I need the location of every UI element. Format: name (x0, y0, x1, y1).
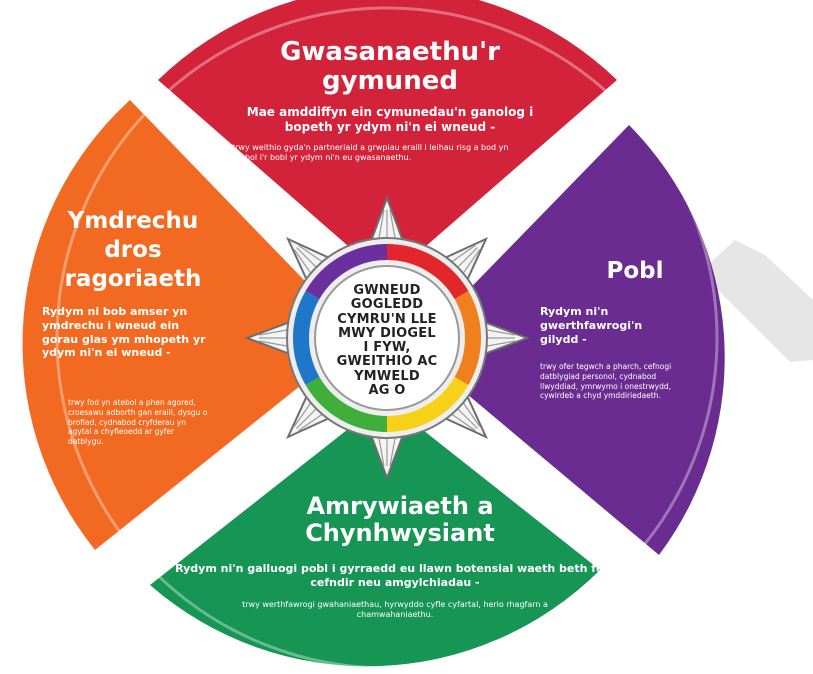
right-lead: Rydym ni'n gwerthfawrogi'n gilydd - (540, 305, 643, 346)
bottom-lead: Rydym ni'n galluogi pobl i gyrraedd eu l… (175, 562, 615, 589)
motto-line: YMWELD (354, 368, 420, 384)
rainbow-arc (386, 244, 469, 300)
motto-line: AG O (368, 383, 406, 399)
segment-left (22, 100, 360, 550)
bottom-title: Amrywiaeth a Chynhwysiant (305, 492, 495, 547)
motto-disc (314, 265, 460, 411)
motto-line: MWY DIOGEL (338, 325, 436, 341)
motto-line: GOGLEDD (350, 297, 424, 313)
segment-right (412, 125, 725, 555)
right-title: Pobl (606, 258, 664, 284)
left-detail: trwy fod yn atebol a phen agored, croesa… (68, 398, 208, 446)
arrow-shape (700, 240, 813, 362)
rainbow-arc (305, 376, 388, 432)
rainbow-ring (293, 244, 481, 432)
top-title: Gwasanaethu'r gymuned (280, 37, 500, 97)
left-lead: Rydym ni bob amser yn ymdrechu i wneud e… (42, 305, 206, 360)
motto-line: GWNEUD (353, 283, 421, 298)
motto-line: I FYW, (363, 340, 411, 356)
top-lead: Mae amddiffyn ein cymunedau'n ganolog i … (246, 105, 534, 134)
left-title: Ymdrechu dros ragoriaeth (64, 208, 202, 292)
rainbow-arc (454, 291, 481, 385)
rainbow-arc (293, 291, 320, 385)
outer-rim (55, 6, 719, 670)
top-detail: trwy weithio gyda'n partneriaid a grwpia… (232, 143, 509, 163)
center-motto: GWNEUD GOGLEDD CYMRU'N LLE MWY DIOGEL I … (317, 283, 457, 399)
right-detail: trwy ofer tegwch a pharch, cefnogi datbl… (540, 362, 672, 401)
bottom-detail: trwy werthfawrogi gwahaniaethau, hyrwydd… (242, 600, 548, 620)
segment-bottom (150, 400, 600, 667)
rainbow-arc (386, 376, 469, 432)
motto-line: GWEITHIO AC (336, 354, 438, 370)
motto-line: CYMRU'N LLE (337, 311, 437, 327)
segment-top (158, 0, 617, 280)
rainbow-arc (305, 244, 388, 300)
